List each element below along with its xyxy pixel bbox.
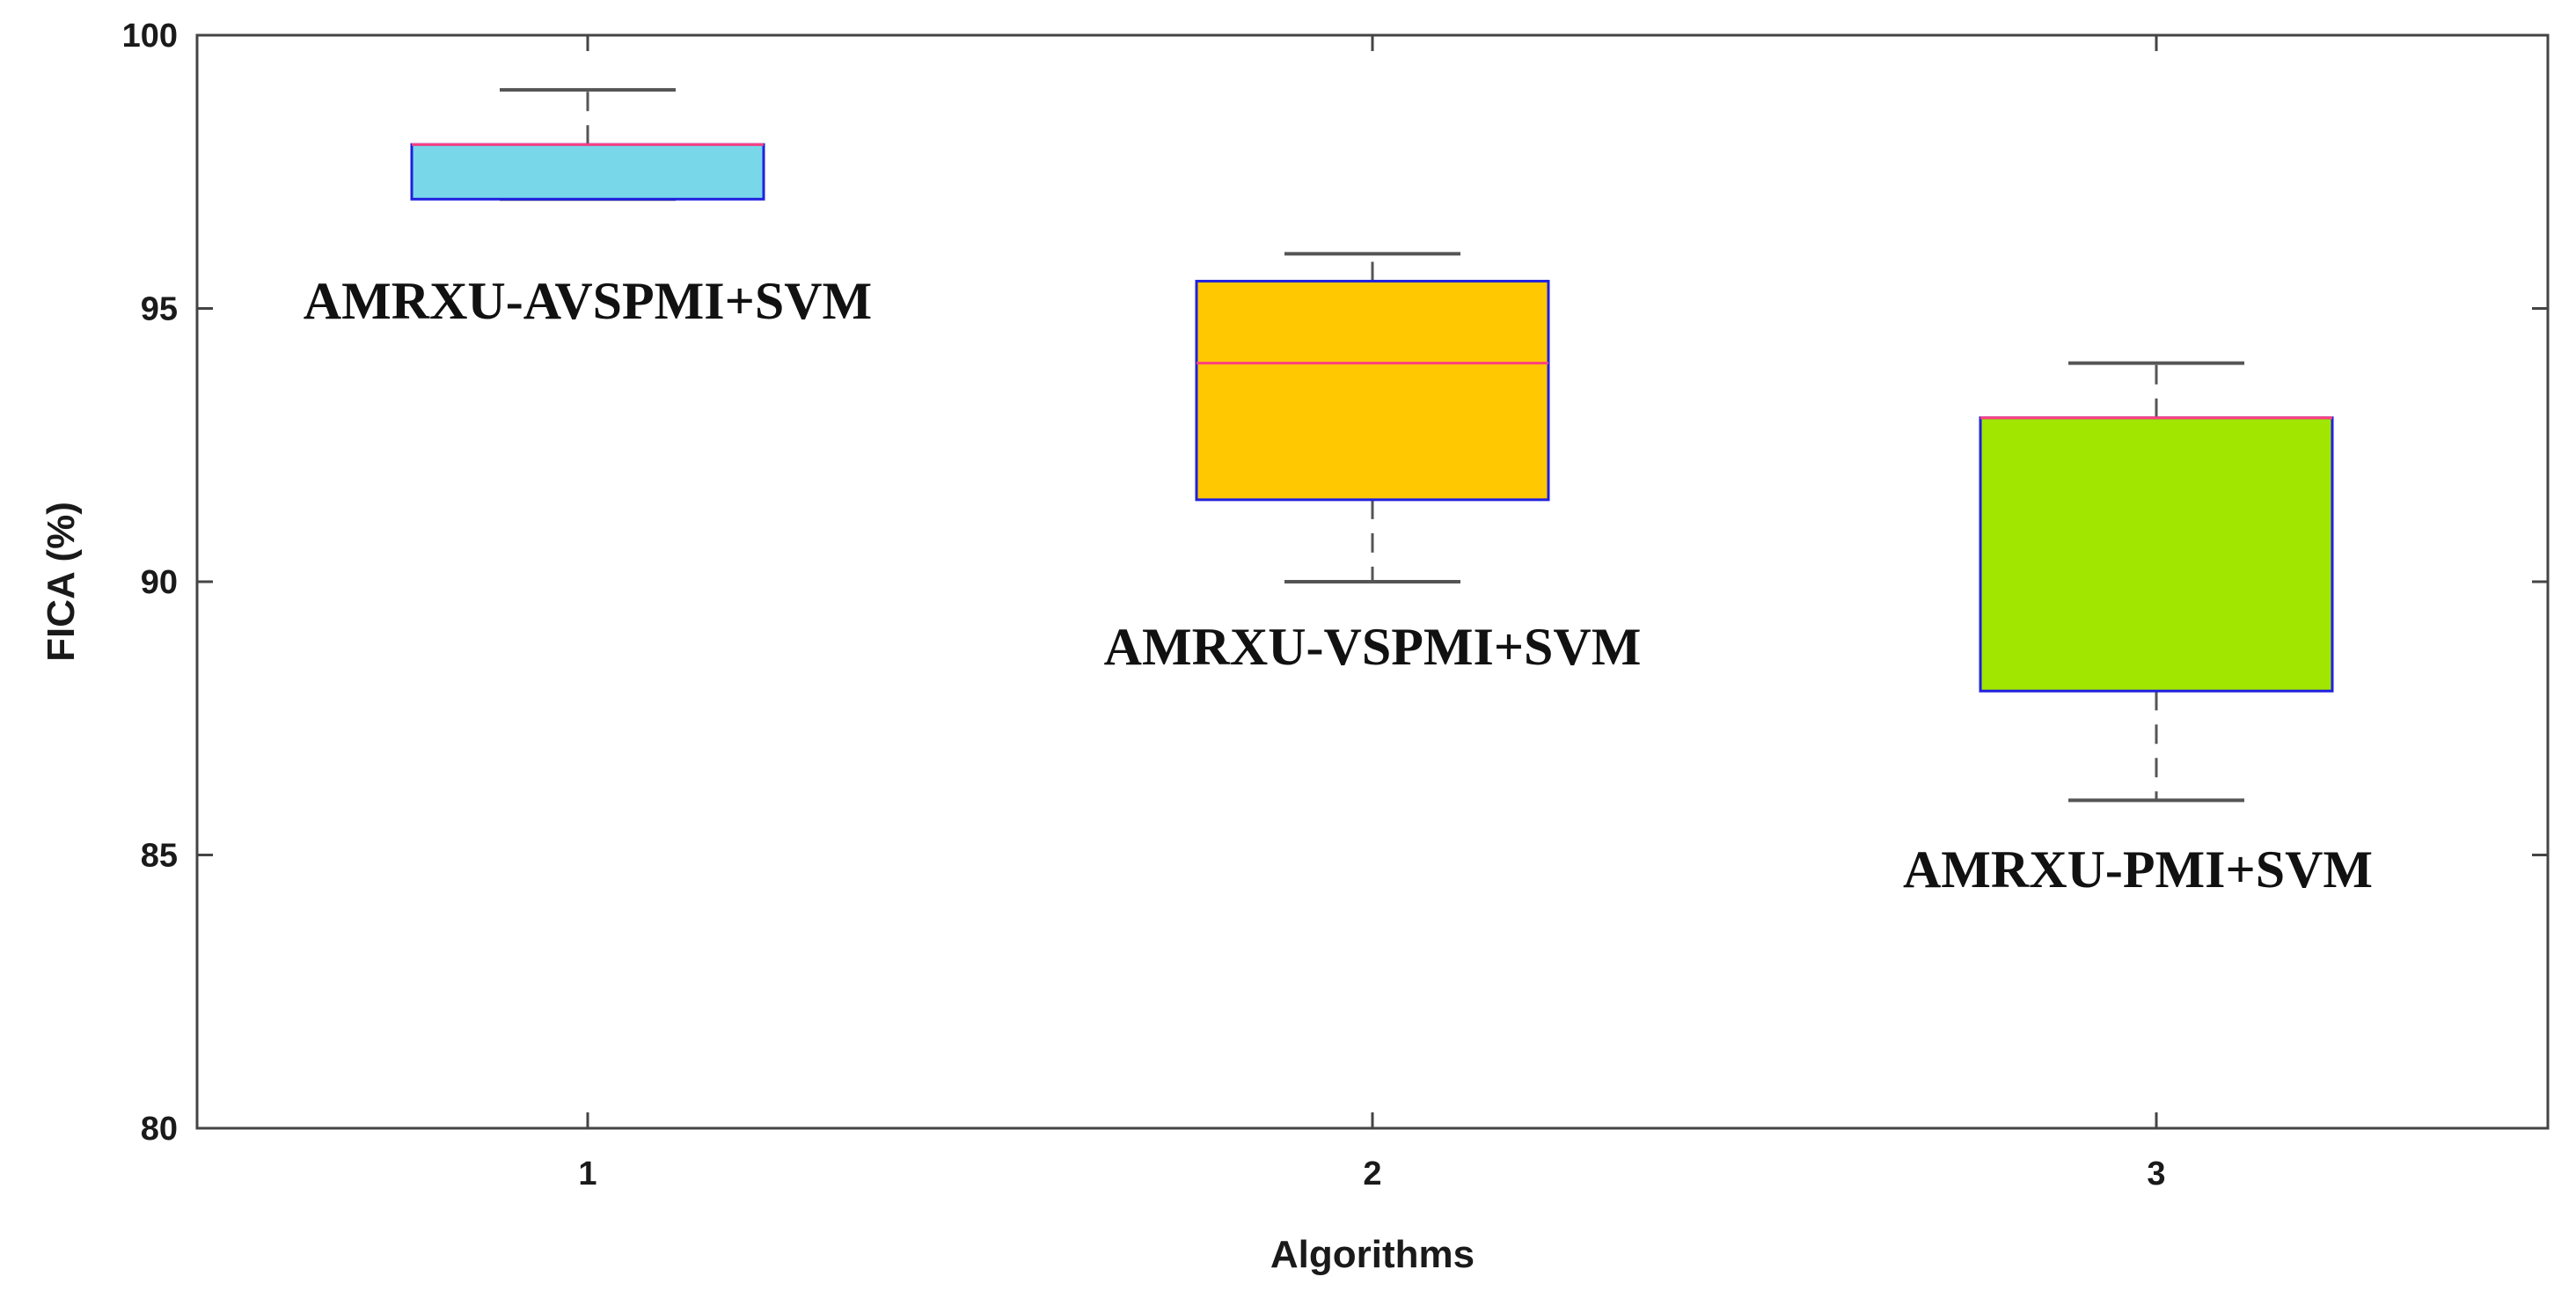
- y-tick-label: 85: [141, 838, 178, 875]
- y-tick-label: 90: [141, 564, 178, 601]
- y-tick-label: 80: [141, 1111, 178, 1148]
- series-label: AMRXU-VSPMI+SVM: [1104, 618, 1642, 676]
- y-tick-label: 95: [141, 291, 178, 328]
- iqr-box: [1979, 416, 2334, 693]
- x-axis-title: Algorithms: [1270, 1233, 1475, 1276]
- x-tick-label: 2: [1363, 1156, 1381, 1192]
- x-tick-label: 1: [578, 1156, 596, 1192]
- y-axis-title: FICA (%): [40, 502, 83, 662]
- x-tick-label: 3: [2147, 1156, 2165, 1192]
- iqr-box: [1195, 279, 1550, 502]
- iqr-box: [410, 143, 765, 201]
- y-tick-label: 100: [122, 18, 178, 55]
- series-label: AMRXU-AVSPMI+SVM: [304, 272, 872, 330]
- series-label: AMRXU-PMI+SVM: [1903, 840, 2373, 899]
